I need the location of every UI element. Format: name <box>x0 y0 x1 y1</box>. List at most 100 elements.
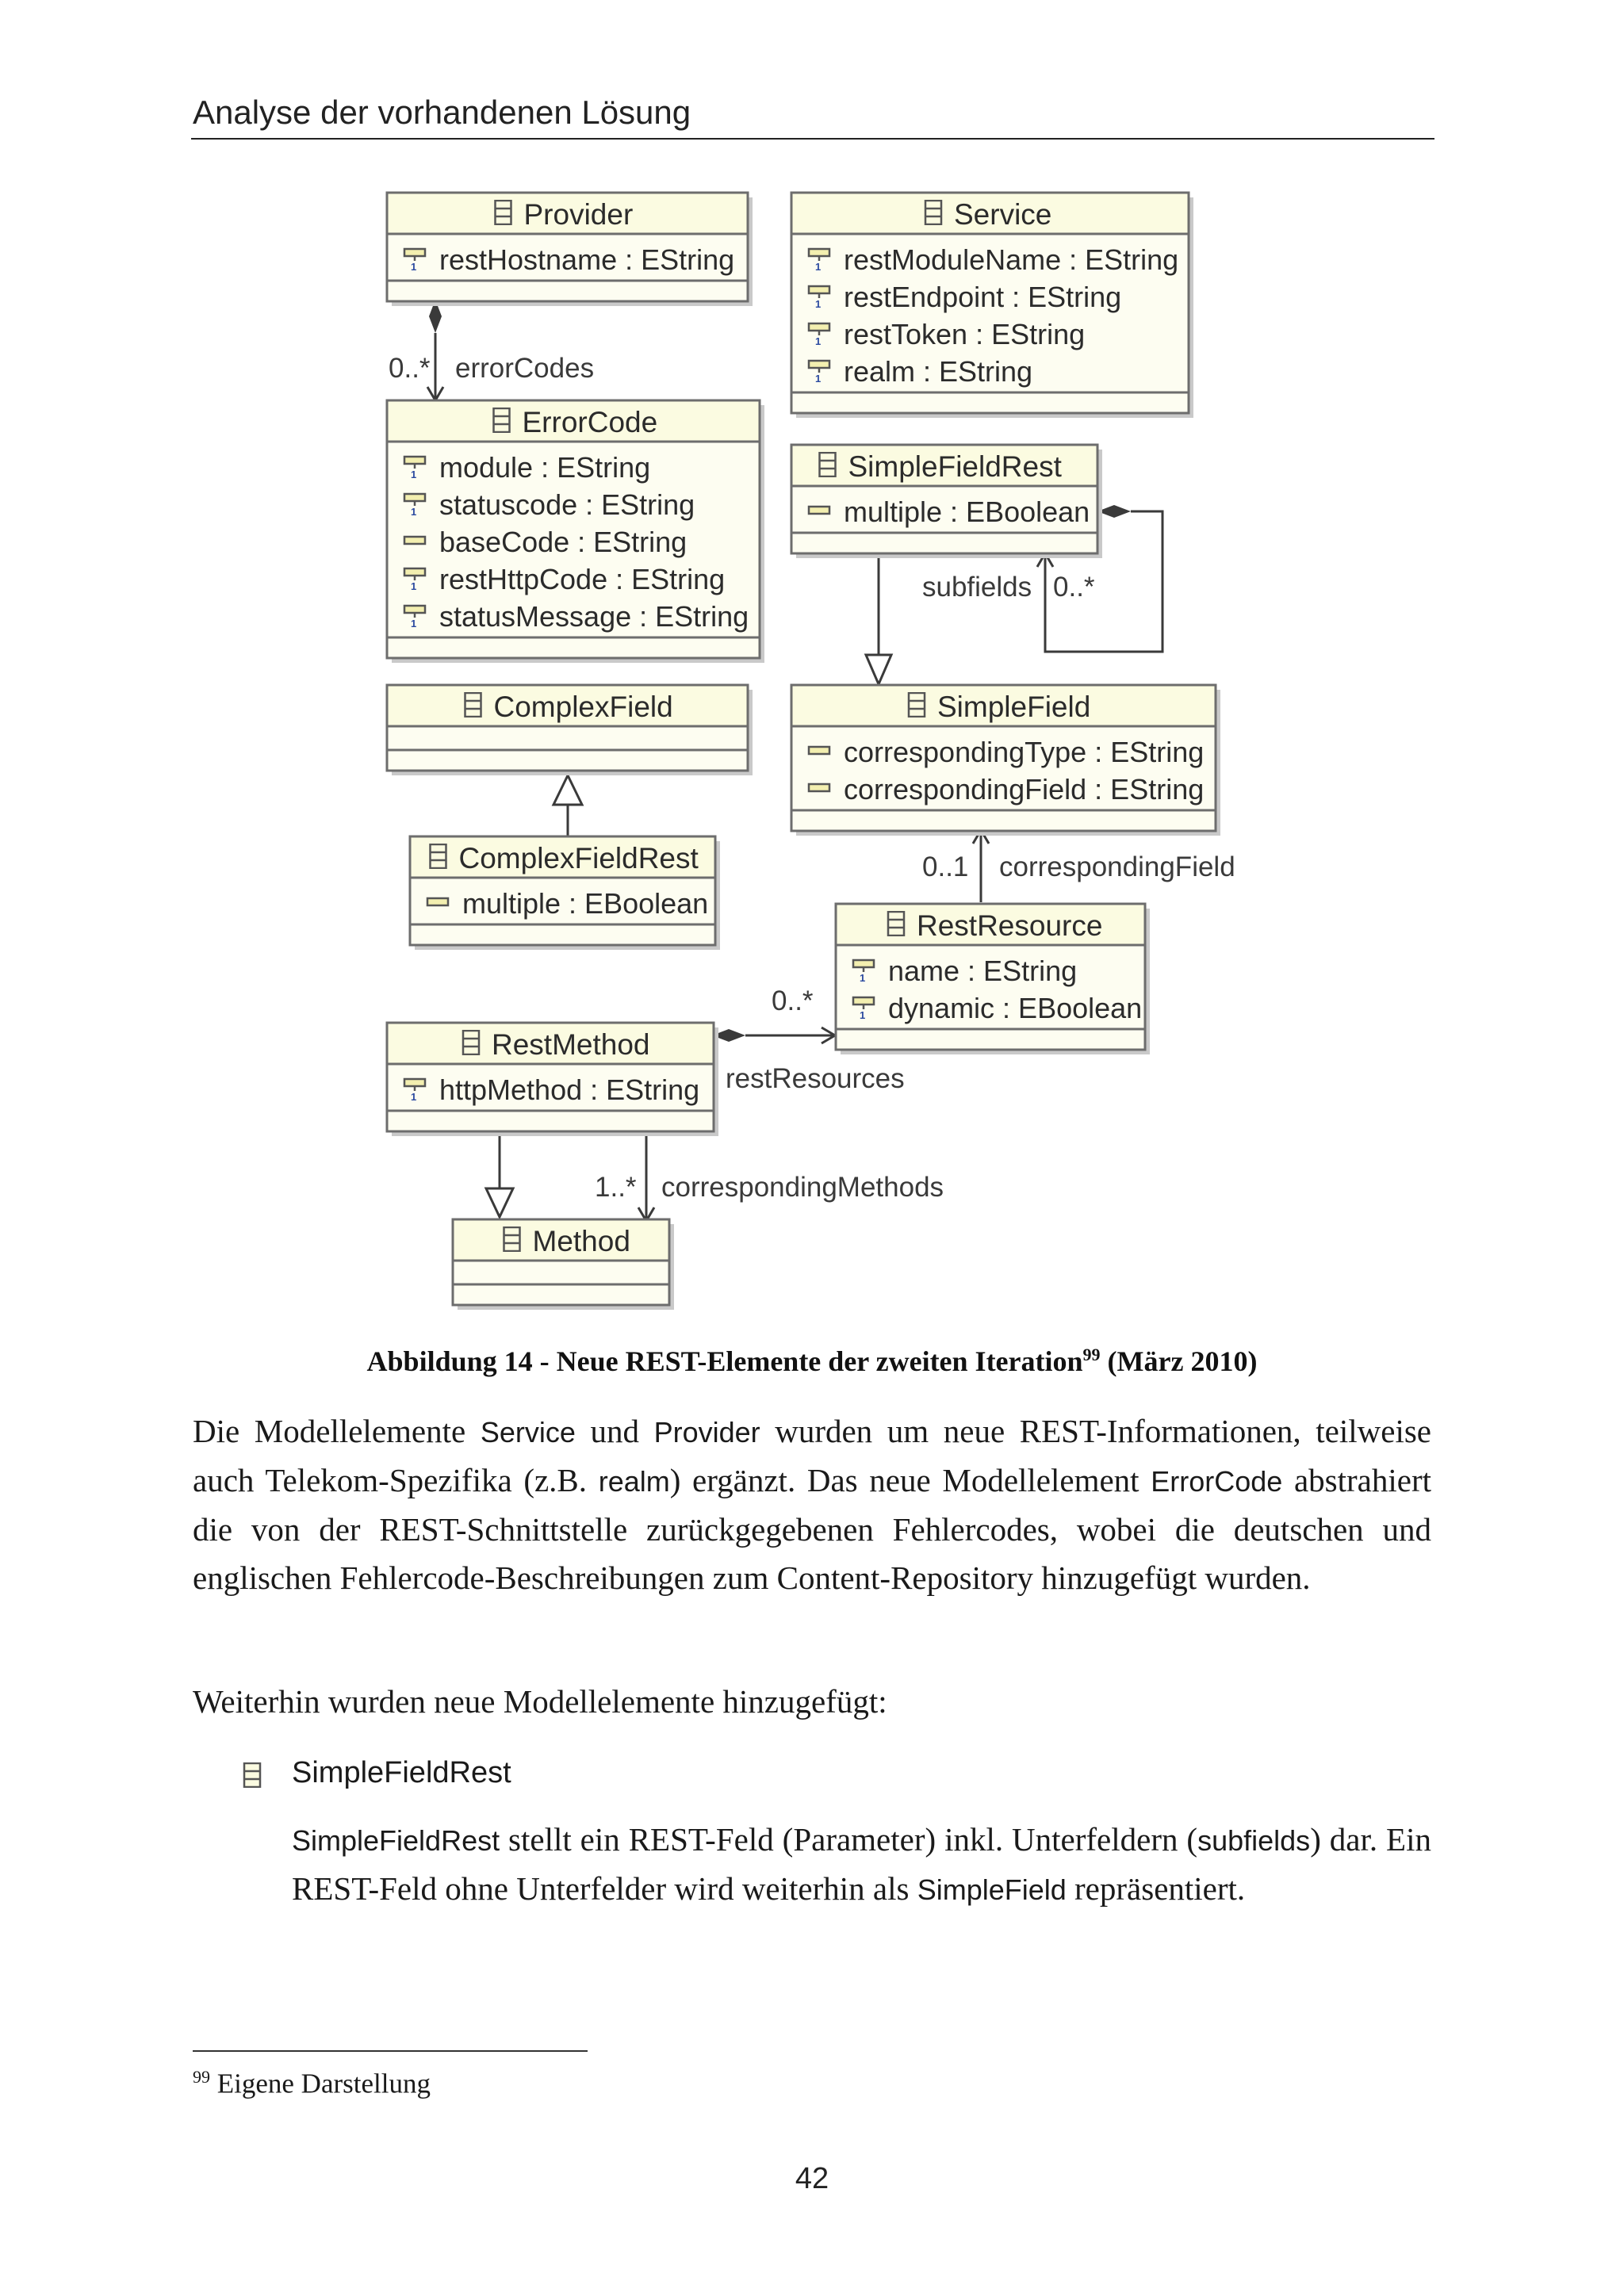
class-name: ComplexFieldRest <box>459 842 699 874</box>
class-border <box>385 191 749 303</box>
class-icon <box>494 200 512 225</box>
class-border <box>790 191 1190 415</box>
generalization-triangle <box>864 653 894 687</box>
class-attribute: realm : EString <box>844 355 1032 388</box>
composition-diamond <box>1097 505 1131 518</box>
class-attribute: multiple : EBoolean <box>462 887 708 920</box>
caption-text: Abbildung 14 - Neue REST-Elemente der zw… <box>366 1345 1083 1377</box>
optional-attribute-icon <box>807 783 831 793</box>
class-icon <box>503 1226 521 1252</box>
class-attribute: name : EString <box>888 955 1077 987</box>
caption-footnote-ref: 99 <box>1082 1345 1101 1364</box>
class-attribute: restHttpCode : EString <box>439 563 725 595</box>
class-errorcode: ErrorCode module : EString statuscode : ES… <box>385 399 764 663</box>
correspondingmethods-role: correspondingMethods <box>661 1172 944 1203</box>
text-run: Die Modellelemente <box>193 1413 481 1449</box>
running-header: Analyse der vorhandenen Lösung <box>193 94 691 131</box>
class-name: RestMethod <box>492 1028 650 1061</box>
class-header <box>387 685 748 726</box>
class-name: SimpleFieldRest <box>848 450 1063 483</box>
class-header <box>453 1219 669 1261</box>
class-border <box>790 443 1099 555</box>
class-attribute: dynamic : EBoolean <box>888 992 1142 1024</box>
code-errorcode: ErrorCode <box>1151 1465 1283 1498</box>
class-header <box>410 836 715 878</box>
text-run: ) dar. Ein REST-Feld ohne Unterfelder wi… <box>292 1821 1431 1907</box>
correspondingmethods-multiplicity: 1..* <box>595 1172 637 1203</box>
subfields-multiplicity: 0..* <box>1053 572 1095 603</box>
class-name: Service <box>954 198 1051 231</box>
text-run: ) ergänzt. Das neue Modellelement <box>669 1462 1151 1498</box>
correspondingfield-role: correspondingField <box>999 851 1235 882</box>
class-service: Service restModuleName : EString restEndpo… <box>790 191 1193 418</box>
class-name: ComplexField <box>494 691 673 723</box>
class-icon <box>924 200 943 225</box>
bullet-description: SimpleFieldRest stellt ein REST-Feld (Pa… <box>292 1816 1431 1914</box>
class-simplefield: SimpleField correspondingType : EString co… <box>790 683 1220 836</box>
class-attribute: restModuleName : EString <box>844 243 1178 276</box>
class-attribute: restToken : EString <box>844 318 1085 350</box>
class-complexfieldrest: ComplexFieldRest multiple : EBoolean <box>408 835 720 950</box>
text-run: stellt ein REST-Feld (Parameter) inkl. U… <box>500 1821 1198 1858</box>
class-header <box>791 685 1216 726</box>
code-provider: Provider <box>653 1416 760 1448</box>
class-header <box>387 400 760 442</box>
class-attribute: correspondingField : EString <box>844 773 1204 806</box>
class-header <box>791 193 1189 234</box>
class-name: Method <box>533 1225 630 1257</box>
code-subfields: subfields <box>1197 1824 1311 1857</box>
class-attribute: statuscode : EString <box>439 488 695 521</box>
generalization-triangle <box>551 772 584 806</box>
class-name: Provider <box>524 198 634 231</box>
class-attribute: httpMethod : EString <box>439 1073 699 1106</box>
optional-attribute-icon <box>426 897 450 907</box>
class-restresource: RestResource name : EString dynamic : EBoo… <box>834 902 1150 1054</box>
optional-attribute-icon <box>807 505 831 515</box>
class-name: SimpleField <box>937 691 1090 723</box>
class-border <box>408 835 717 947</box>
class-name: RestResource <box>917 909 1102 942</box>
class-attribute: restEndpoint : EString <box>844 281 1121 313</box>
class-icon <box>887 911 906 936</box>
class-attribute: multiple : EBoolean <box>844 496 1090 528</box>
class-header <box>791 445 1097 486</box>
class-header <box>387 1023 714 1064</box>
class-restmethod: RestMethod httpMethod : EString <box>385 1021 718 1136</box>
class-border <box>834 902 1147 1051</box>
class-icon <box>492 408 511 433</box>
class-attribute: restHostname : EString <box>439 243 734 276</box>
footnote-text: Eigene Darstellung <box>210 2068 431 2099</box>
class-icon <box>243 1762 262 1788</box>
class-attribute: correspondingType : EString <box>844 736 1204 768</box>
generalization-triangle <box>484 1187 515 1220</box>
class-attribute: statusMessage : EString <box>439 600 749 633</box>
caption-date: (März 2010) <box>1107 1345 1258 1377</box>
subfields-edge <box>1044 510 1164 653</box>
bullet-label: SimpleFieldRest <box>292 1756 511 1789</box>
class-body <box>387 400 760 658</box>
edge-labels: 0..* errorCodes subfields 0..* 0..1 corr… <box>389 353 1235 1203</box>
uml-class-diagram: 1 0..* errorCod <box>385 191 1235 1310</box>
text-run: abstrahiert die von der REST-Schnittstel… <box>193 1462 1431 1596</box>
class-icon <box>464 692 482 718</box>
optional-attribute-icon <box>403 535 427 545</box>
class-name: ErrorCode <box>523 406 658 438</box>
class-border <box>451 1218 671 1307</box>
class-attribute: module : EString <box>439 451 650 484</box>
composition-diamond <box>712 1029 745 1042</box>
class-complexfield: ComplexField <box>385 683 753 775</box>
text-run: repräsentiert. <box>1066 1870 1246 1907</box>
class-method: Method <box>451 1218 674 1310</box>
diagram-classes: Provider restHostname : EString Service res… <box>385 191 1220 1310</box>
class-icon <box>429 844 447 869</box>
class-border <box>790 683 1217 832</box>
footnote: 99 Eigene Darstellung <box>193 2067 431 2100</box>
errorcodes-role: errorCodes <box>455 353 594 384</box>
class-icon <box>462 1030 481 1055</box>
paragraph-new-elements-intro: Weiterhin wurden neue Modellelemente hin… <box>193 1683 887 1720</box>
class-border <box>385 683 749 772</box>
optional-attribute-icon <box>807 745 831 756</box>
code-simplefield: SimpleField <box>917 1873 1067 1906</box>
code-service: Service <box>480 1416 576 1448</box>
page-number: 42 <box>795 2162 829 2195</box>
